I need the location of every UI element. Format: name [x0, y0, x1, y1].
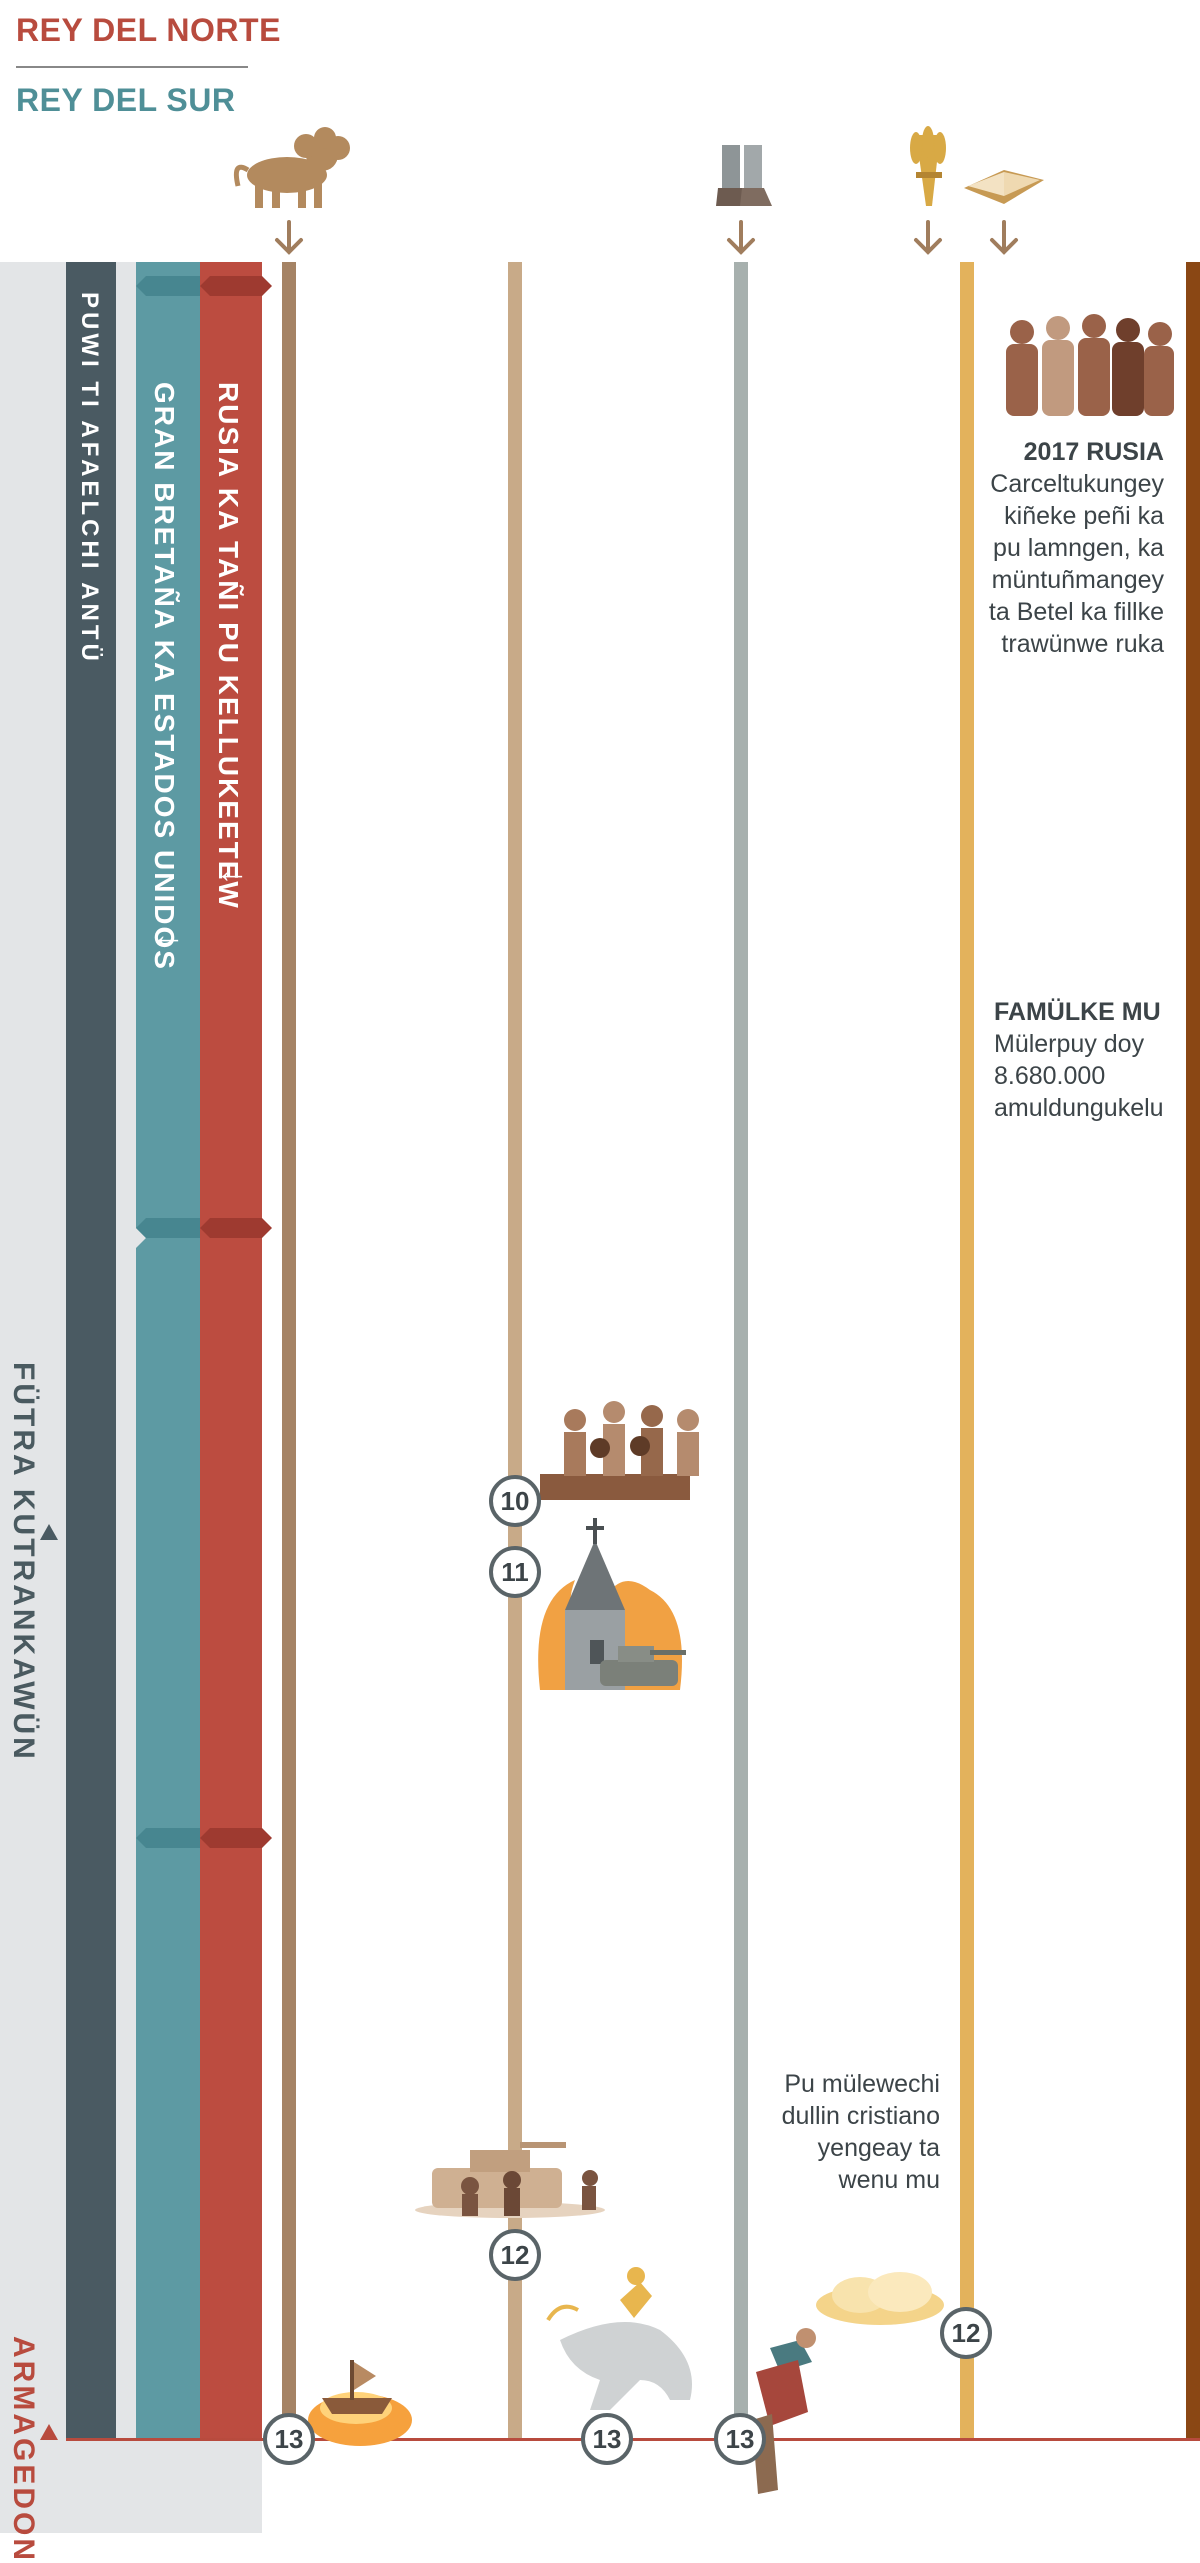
burning-ship-icon: [308, 2360, 412, 2446]
iron-clay-feet-icon: [716, 145, 772, 206]
britain-usa-label: GRAN BRETAÑA KA ESTADOS UNIDOS: [149, 382, 180, 971]
council-meeting-icon: [540, 1401, 699, 1500]
wheat-bundle-icon: [910, 126, 946, 206]
families-caption: FAMÜLKE MU Mülerpuy doy 8.680.000 amuldu…: [994, 996, 1172, 1124]
christians-caption: Pu mülewechi dullin cristiano yengeay ta…: [760, 2068, 940, 2196]
russia-down-arrow-icon: ↓: [215, 868, 253, 887]
gray-line: [734, 262, 748, 2440]
people-group-icon: [1006, 314, 1174, 416]
legend-king-north: REY DEL NORTE: [16, 12, 281, 48]
russia-label: RUSIA KA TAÑI PU KELLUKEETEW: [213, 382, 244, 910]
britain-usa-arrow-tip-2: [136, 1218, 210, 1238]
britain-usa-arrow-tip-1: [136, 276, 210, 296]
down-arrow-icon: [275, 220, 1018, 255]
russia-2017-caption: 2017 RUSIA Carceltukungey kiñeke peñi ka…: [980, 436, 1164, 660]
open-bible-icon: [964, 170, 1044, 204]
armageddon-arrow-icon: [40, 2424, 58, 2440]
britain-usa-down-arrow-icon: ↓: [151, 932, 189, 951]
event-marker-11: 11: [489, 1546, 541, 1598]
brown-line: [1186, 262, 1200, 2440]
russia-2017-text: Carceltukungey kiñeke peñi ka pu lamngen…: [988, 470, 1164, 658]
legend-divider: [16, 66, 248, 68]
great-tribulation-label: FÜTRA KUTRANKAWÜN: [7, 1362, 40, 1762]
burning-church-tank-icon: [538, 1518, 686, 1690]
britain-usa-arrow-tip-3: [136, 1828, 210, 1848]
horse-rider-icon: [546, 2267, 692, 2410]
bronze-line: [282, 262, 296, 2440]
russia-arrow-tip-2: [200, 1218, 272, 1238]
world-powers-bar: [66, 262, 116, 2440]
armageddon-label: ARMAGEDON: [7, 2336, 40, 2563]
great-tribulation-arrow-icon: [40, 1524, 58, 1540]
russia-bar: [200, 262, 262, 2440]
tan-line: [508, 262, 522, 2440]
world-powers-label: PUWI TI AFAELCHI ANTÜ: [76, 292, 103, 665]
russia-arrow-tip-1: [200, 276, 272, 296]
event-marker-13-bronze: 13: [263, 2413, 315, 2465]
soldiers-tank-icon: [415, 2142, 605, 2218]
event-marker-13-gray: 13: [714, 2413, 766, 2465]
gold-line: [960, 262, 974, 2440]
families-title: FAMÜLKE MU: [994, 998, 1161, 1026]
armageddon-baseline: [66, 2438, 1200, 2441]
legend-king-south: REY DEL SUR: [16, 82, 236, 118]
lion-beast-icon: [233, 127, 350, 208]
event-marker-12-tan: 12: [489, 2229, 541, 2281]
event-marker-13-middle: 13: [581, 2413, 633, 2465]
event-marker-10: 10: [489, 1475, 541, 1527]
fallen-statue-icon: [752, 2328, 816, 2494]
britain-usa-bar: [136, 262, 210, 2440]
families-text: Mülerpuy doy 8.680.000 amuldungukelu: [994, 1030, 1164, 1122]
clouds-icon: [816, 2272, 944, 2325]
christians-text: Pu mülewechi dullin cristiano yengeay ta…: [781, 2070, 940, 2194]
russia-2017-title: 2017 RUSIA: [1023, 438, 1164, 466]
event-marker-12-gold: 12: [940, 2307, 992, 2359]
russia-arrow-tip-3: [200, 1828, 272, 1848]
